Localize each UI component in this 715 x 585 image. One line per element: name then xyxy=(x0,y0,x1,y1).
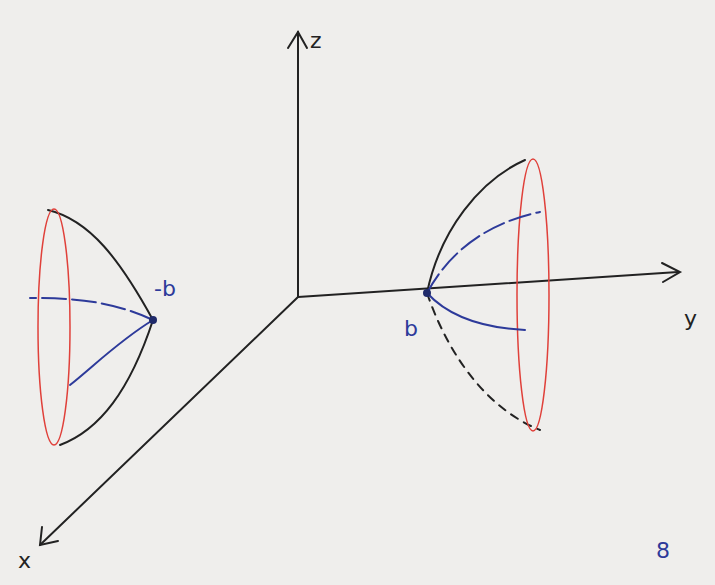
vertex-point xyxy=(149,316,157,324)
sheet-outline xyxy=(48,210,153,320)
x-arrowhead xyxy=(40,527,58,545)
axis-label: x xyxy=(18,550,31,572)
vertex-point xyxy=(423,289,431,297)
z-arrowhead xyxy=(288,32,307,48)
sheet-trace xyxy=(30,298,153,320)
cross-section-ellipse xyxy=(517,159,549,431)
sheet-outline xyxy=(60,320,153,445)
y-axis xyxy=(298,272,678,297)
y-arrowhead xyxy=(662,263,680,282)
cross-section-ellipse xyxy=(38,209,70,445)
axis-label: z xyxy=(310,30,322,52)
page-number: 8 xyxy=(656,540,670,562)
point-label: b xyxy=(404,318,418,340)
sheet-trace xyxy=(70,320,153,385)
sheet-trace xyxy=(427,293,525,330)
z-axis xyxy=(297,32,299,297)
axis-label: y xyxy=(684,308,697,330)
sheet-trace xyxy=(427,212,540,293)
point-label: -b xyxy=(154,278,176,300)
sheet-outline xyxy=(427,160,525,293)
sheet-hidden-outline xyxy=(427,293,540,430)
x-axis xyxy=(40,297,298,545)
